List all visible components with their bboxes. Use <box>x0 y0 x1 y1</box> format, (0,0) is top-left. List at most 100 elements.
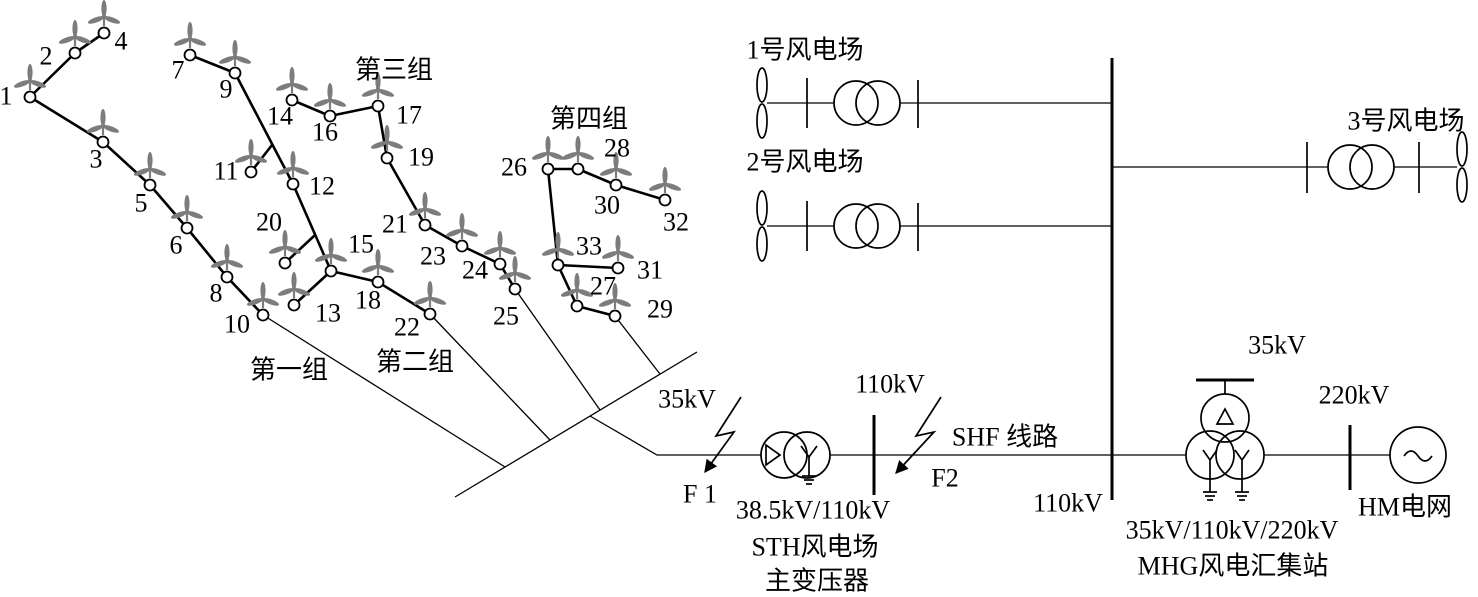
turbine-node <box>551 258 565 272</box>
turbine-label-15: 15 <box>348 230 374 259</box>
collector-cable <box>101 140 152 187</box>
wind-turbine-icon <box>598 283 632 309</box>
wind-turbine-icon <box>86 109 120 135</box>
collector-cable <box>28 51 77 99</box>
wind-turbine-icon <box>277 272 311 298</box>
wind-turbine-icon <box>560 273 594 299</box>
turbine-node <box>570 299 584 313</box>
ground-icon <box>1202 449 1218 501</box>
collector-cable <box>233 71 295 186</box>
collector-outgoing-line <box>589 415 761 456</box>
turbine-label-1: 1 <box>0 82 13 111</box>
transformer-icon <box>1327 144 1395 190</box>
turbine-label-23: 23 <box>420 242 446 271</box>
wind-turbine-icon <box>314 238 348 264</box>
collector-busbar-35kv <box>454 351 698 498</box>
turbine-label-19: 19 <box>408 143 434 172</box>
propeller-icon <box>1456 131 1468 203</box>
wind-turbine-icon <box>87 0 121 26</box>
collector-cable <box>292 269 333 307</box>
group-label-3: 第三组 <box>355 56 433 85</box>
wind-farm-2-label: 2号风电场 <box>746 148 863 177</box>
turbine-node <box>571 162 585 176</box>
ground-icon <box>800 445 818 485</box>
turbine-label-16: 16 <box>312 118 338 147</box>
collector-cable <box>376 280 432 316</box>
turbine-nodes <box>23 26 672 323</box>
turbine-label-7: 7 <box>172 56 185 85</box>
turbine-node <box>96 135 110 149</box>
turbine-node <box>256 308 270 322</box>
wind-turbine-icon <box>173 22 207 48</box>
group-label-1: 第一组 <box>250 356 328 385</box>
wind-turbine-icon <box>210 244 244 270</box>
collector-cable <box>225 275 265 317</box>
turbine-label-13: 13 <box>315 299 341 328</box>
three-winding-transformer-icon <box>1185 393 1265 501</box>
transformer-icon <box>760 431 831 485</box>
turbine-label-27: 27 <box>590 272 616 301</box>
wind-turbine-icon <box>133 152 167 178</box>
turbine-node <box>371 275 385 289</box>
turbine-node <box>658 193 672 207</box>
collector-cable <box>460 244 502 266</box>
turbine-node <box>220 270 234 284</box>
turbine-node <box>68 46 82 60</box>
wind-farm-3-label: 3号风电场 <box>1347 107 1464 136</box>
ground-icon <box>1234 449 1250 501</box>
group-feeder-line <box>614 315 661 375</box>
turbine-label-17: 17 <box>396 101 422 130</box>
sth-name-label: STH风电场 <box>751 533 878 562</box>
turbine-label-2: 2 <box>40 42 53 71</box>
turbine-node <box>609 178 623 192</box>
wind-turbine-icon <box>313 83 347 109</box>
wind-turbine-icon <box>234 139 268 165</box>
turbine-node <box>608 309 622 323</box>
sth-role-label: 主变压器 <box>765 567 869 596</box>
fault-label-f2: F2 <box>931 464 958 493</box>
collector-cable <box>329 269 380 284</box>
turbine-node <box>244 165 258 179</box>
collector-cable <box>556 263 579 308</box>
wind-turbine-icon <box>361 73 395 99</box>
turbine-label-21: 21 <box>382 210 408 239</box>
wind-turbine-icon <box>370 125 404 151</box>
turbine-label-14: 14 <box>267 102 293 131</box>
fault-label-f1: F 1 <box>683 480 717 509</box>
wind-turbine-icon <box>561 136 595 162</box>
turbine-label-24: 24 <box>462 256 488 285</box>
bus-voltage-label: 110kV <box>1033 489 1103 518</box>
collector-cable <box>575 304 617 318</box>
sth-voltage-label: 110kV <box>855 370 925 399</box>
turbine-node <box>541 162 555 176</box>
lightning-fault-icon <box>895 396 942 474</box>
group-feeder-line <box>429 313 551 441</box>
turbine-node <box>97 26 111 40</box>
wind-turbine-icon <box>246 282 280 308</box>
turbine-node <box>23 90 37 104</box>
propeller-icon <box>756 67 768 139</box>
wind-turbine-icon <box>13 64 47 90</box>
collector-cable-branch <box>283 234 316 265</box>
mhg-220kv-label: 220kV <box>1319 381 1390 410</box>
wind-turbine-icon <box>445 213 479 239</box>
wind-turbine-icon <box>218 40 252 66</box>
delta-winding-icon <box>765 443 782 467</box>
group-label-2: 第二组 <box>376 348 454 377</box>
collector-cable <box>376 104 389 160</box>
transformer-icon <box>833 203 901 249</box>
collector-voltage-label: 35kV <box>658 385 716 414</box>
wind-turbine-icon <box>58 20 92 46</box>
line-name-label: SHF 线路 <box>952 423 1058 452</box>
collector-cables <box>28 31 667 468</box>
turbine-node <box>508 282 522 296</box>
wind-turbine-icon <box>498 256 532 282</box>
turbine-node <box>180 221 194 235</box>
mhg-ratio-label: 35kV/110kV/220kV <box>1126 516 1339 545</box>
turbine-node <box>143 178 157 192</box>
wind-turbine-icon <box>648 167 682 193</box>
turbine-icons <box>13 0 682 309</box>
turbine-node <box>323 109 337 123</box>
turbine-label-32: 32 <box>663 208 689 237</box>
